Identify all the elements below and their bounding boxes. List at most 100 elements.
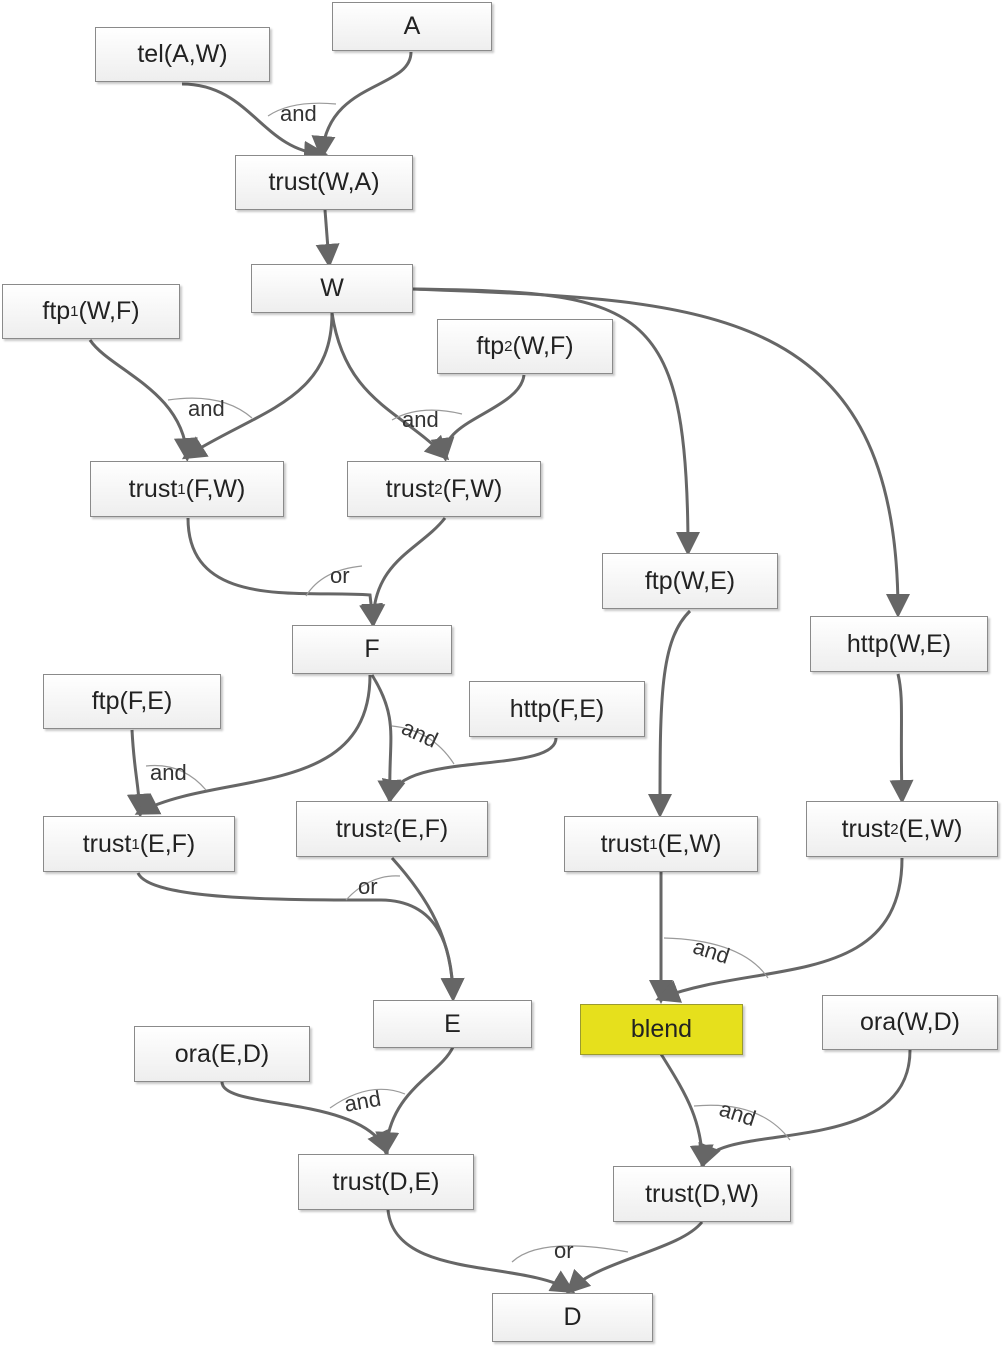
node-http-W-E[interactable]: http(W,E) <box>810 616 988 672</box>
and-label-5: and <box>398 715 442 753</box>
or-arc-2 <box>345 875 401 901</box>
node-tel-A-W-label: tel(A,W) <box>137 40 228 68</box>
node-trust-D-E[interactable]: trust(D,E) <box>298 1154 474 1210</box>
node-trust1-F-W-sub: 1 <box>177 480 186 498</box>
edge-trustDW-D <box>565 1221 704 1295</box>
edge-httpWE-trust2EW <box>889 673 914 804</box>
edge-trust1EF-E <box>136 872 465 1002</box>
and-label-8: and <box>716 1096 759 1131</box>
node-E[interactable]: E <box>373 1000 532 1048</box>
node-trust2-E-W-sub: 2 <box>890 820 899 838</box>
edge-telAW-trustWA <box>181 82 328 165</box>
or-label-3: or <box>554 1238 574 1263</box>
node-http-W-E-label: http(W,E) <box>846 629 952 658</box>
and-arc-8 <box>693 1104 791 1141</box>
and-arc-5 <box>391 725 455 765</box>
node-D-label: D <box>563 1303 582 1331</box>
edge-F-trust2EF <box>370 674 402 804</box>
node-W[interactable]: W <box>251 264 413 313</box>
edge-trust1FW-F <box>186 517 383 628</box>
node-blend-label: blend <box>630 1015 693 1043</box>
and-label-2: and <box>188 396 225 421</box>
node-ftp1-W-F-rest: (W,F) <box>78 297 140 325</box>
node-ftp-F-E[interactable]: ftp(F,E) <box>43 674 221 729</box>
node-ftp-W-E[interactable]: ftp(W,E) <box>602 553 778 609</box>
and-arc-1 <box>267 102 337 117</box>
edge-W-trust2FW <box>330 312 450 461</box>
edge-ftp1WF-trust1FW <box>88 339 198 462</box>
and-label-7: and <box>342 1086 383 1117</box>
or-arc-1 <box>305 565 363 597</box>
node-trust1-E-F-rest: (E,F) <box>139 829 196 858</box>
node-trust-W-A[interactable]: trust(W,A) <box>235 155 413 210</box>
node-trust-D-E-label: trust(D,E) <box>332 1167 440 1196</box>
node-F-label: F <box>364 635 380 663</box>
node-ftp2-W-F-sub: 2 <box>504 338 513 355</box>
node-ftp2-W-F-main: ftp <box>476 332 505 360</box>
node-F[interactable]: F <box>292 625 452 674</box>
edge-W-trust1FW <box>181 312 334 460</box>
node-trust1-F-W-main: trust <box>128 474 178 503</box>
node-E-label: E <box>444 1009 461 1038</box>
node-D[interactable]: D <box>492 1293 653 1342</box>
edge-W-httpWE <box>411 287 910 618</box>
and-label-6: and <box>690 934 733 969</box>
node-blend[interactable]: blend <box>580 1004 743 1055</box>
edge-trust2EF-E <box>390 856 465 1002</box>
node-ftp2-W-F-rest: (W,F) <box>512 332 574 360</box>
node-trust2-E-F-sub: 2 <box>384 820 393 838</box>
edge-trust2EW-blend <box>655 857 904 1003</box>
node-ora-W-D[interactable]: ora(W,D) <box>822 995 998 1050</box>
edge-A-trustWA <box>311 51 413 160</box>
edge-ftpFE-trust1EF <box>126 729 151 818</box>
node-ftp1-W-F-sub: 1 <box>70 303 79 320</box>
node-ftp-F-E-label: ftp(F,E) <box>91 687 173 715</box>
node-trust-D-W[interactable]: trust(D,W) <box>613 1166 791 1222</box>
node-ora-E-D[interactable]: ora(E,D) <box>134 1026 310 1082</box>
or-arc-3 <box>511 1245 629 1263</box>
node-trust1-E-F-sub: 1 <box>131 835 140 853</box>
and-arc-3 <box>391 409 463 421</box>
node-tel-A-W[interactable]: tel(A,W) <box>95 27 270 82</box>
node-trust2-F-W-rest: (F,W) <box>442 474 503 503</box>
node-ftp-W-E-label: ftp(W,E) <box>644 566 736 595</box>
node-trust2-F-W-main: trust <box>385 474 435 503</box>
node-W-label: W <box>320 274 344 302</box>
edge-trustWA-W <box>315 209 340 268</box>
edge-oraED-trustDE <box>220 1081 390 1156</box>
node-trust2-E-F-main: trust <box>335 814 385 843</box>
or-label-1: or <box>330 563 350 588</box>
node-A[interactable]: A <box>332 2 492 51</box>
and-arc-4 <box>145 764 207 791</box>
node-trust1-E-W-main: trust <box>600 829 650 858</box>
edge-E-trustDE <box>375 1046 455 1156</box>
node-http-F-E[interactable]: http(F,E) <box>469 681 645 737</box>
edge-httpFE-trust2EF <box>381 737 558 804</box>
and-arc-2 <box>167 397 253 419</box>
and-arc-7 <box>329 1088 406 1109</box>
node-trust-W-A-label: trust(W,A) <box>268 168 380 196</box>
node-ora-E-D-label: ora(E,D) <box>174 1039 270 1068</box>
node-trust2-E-F-rest: (E,F) <box>392 814 449 843</box>
edge-trustDE-D <box>386 1209 576 1294</box>
and-arc-6 <box>663 937 769 979</box>
node-A-label: A <box>403 12 421 40</box>
node-trust2-E-W-rest: (E,W) <box>898 814 963 843</box>
and-label-3: and <box>402 407 439 432</box>
node-trust1-F-W-rest: (F,W) <box>185 474 246 503</box>
edge-ftpWE-trust1EW <box>648 609 692 818</box>
node-ftp1-W-F-main: ftp <box>42 297 71 325</box>
node-trust1-E-W-sub: 1 <box>649 835 658 853</box>
or-label-2: or <box>358 874 378 899</box>
and-label-4: and <box>150 760 187 785</box>
